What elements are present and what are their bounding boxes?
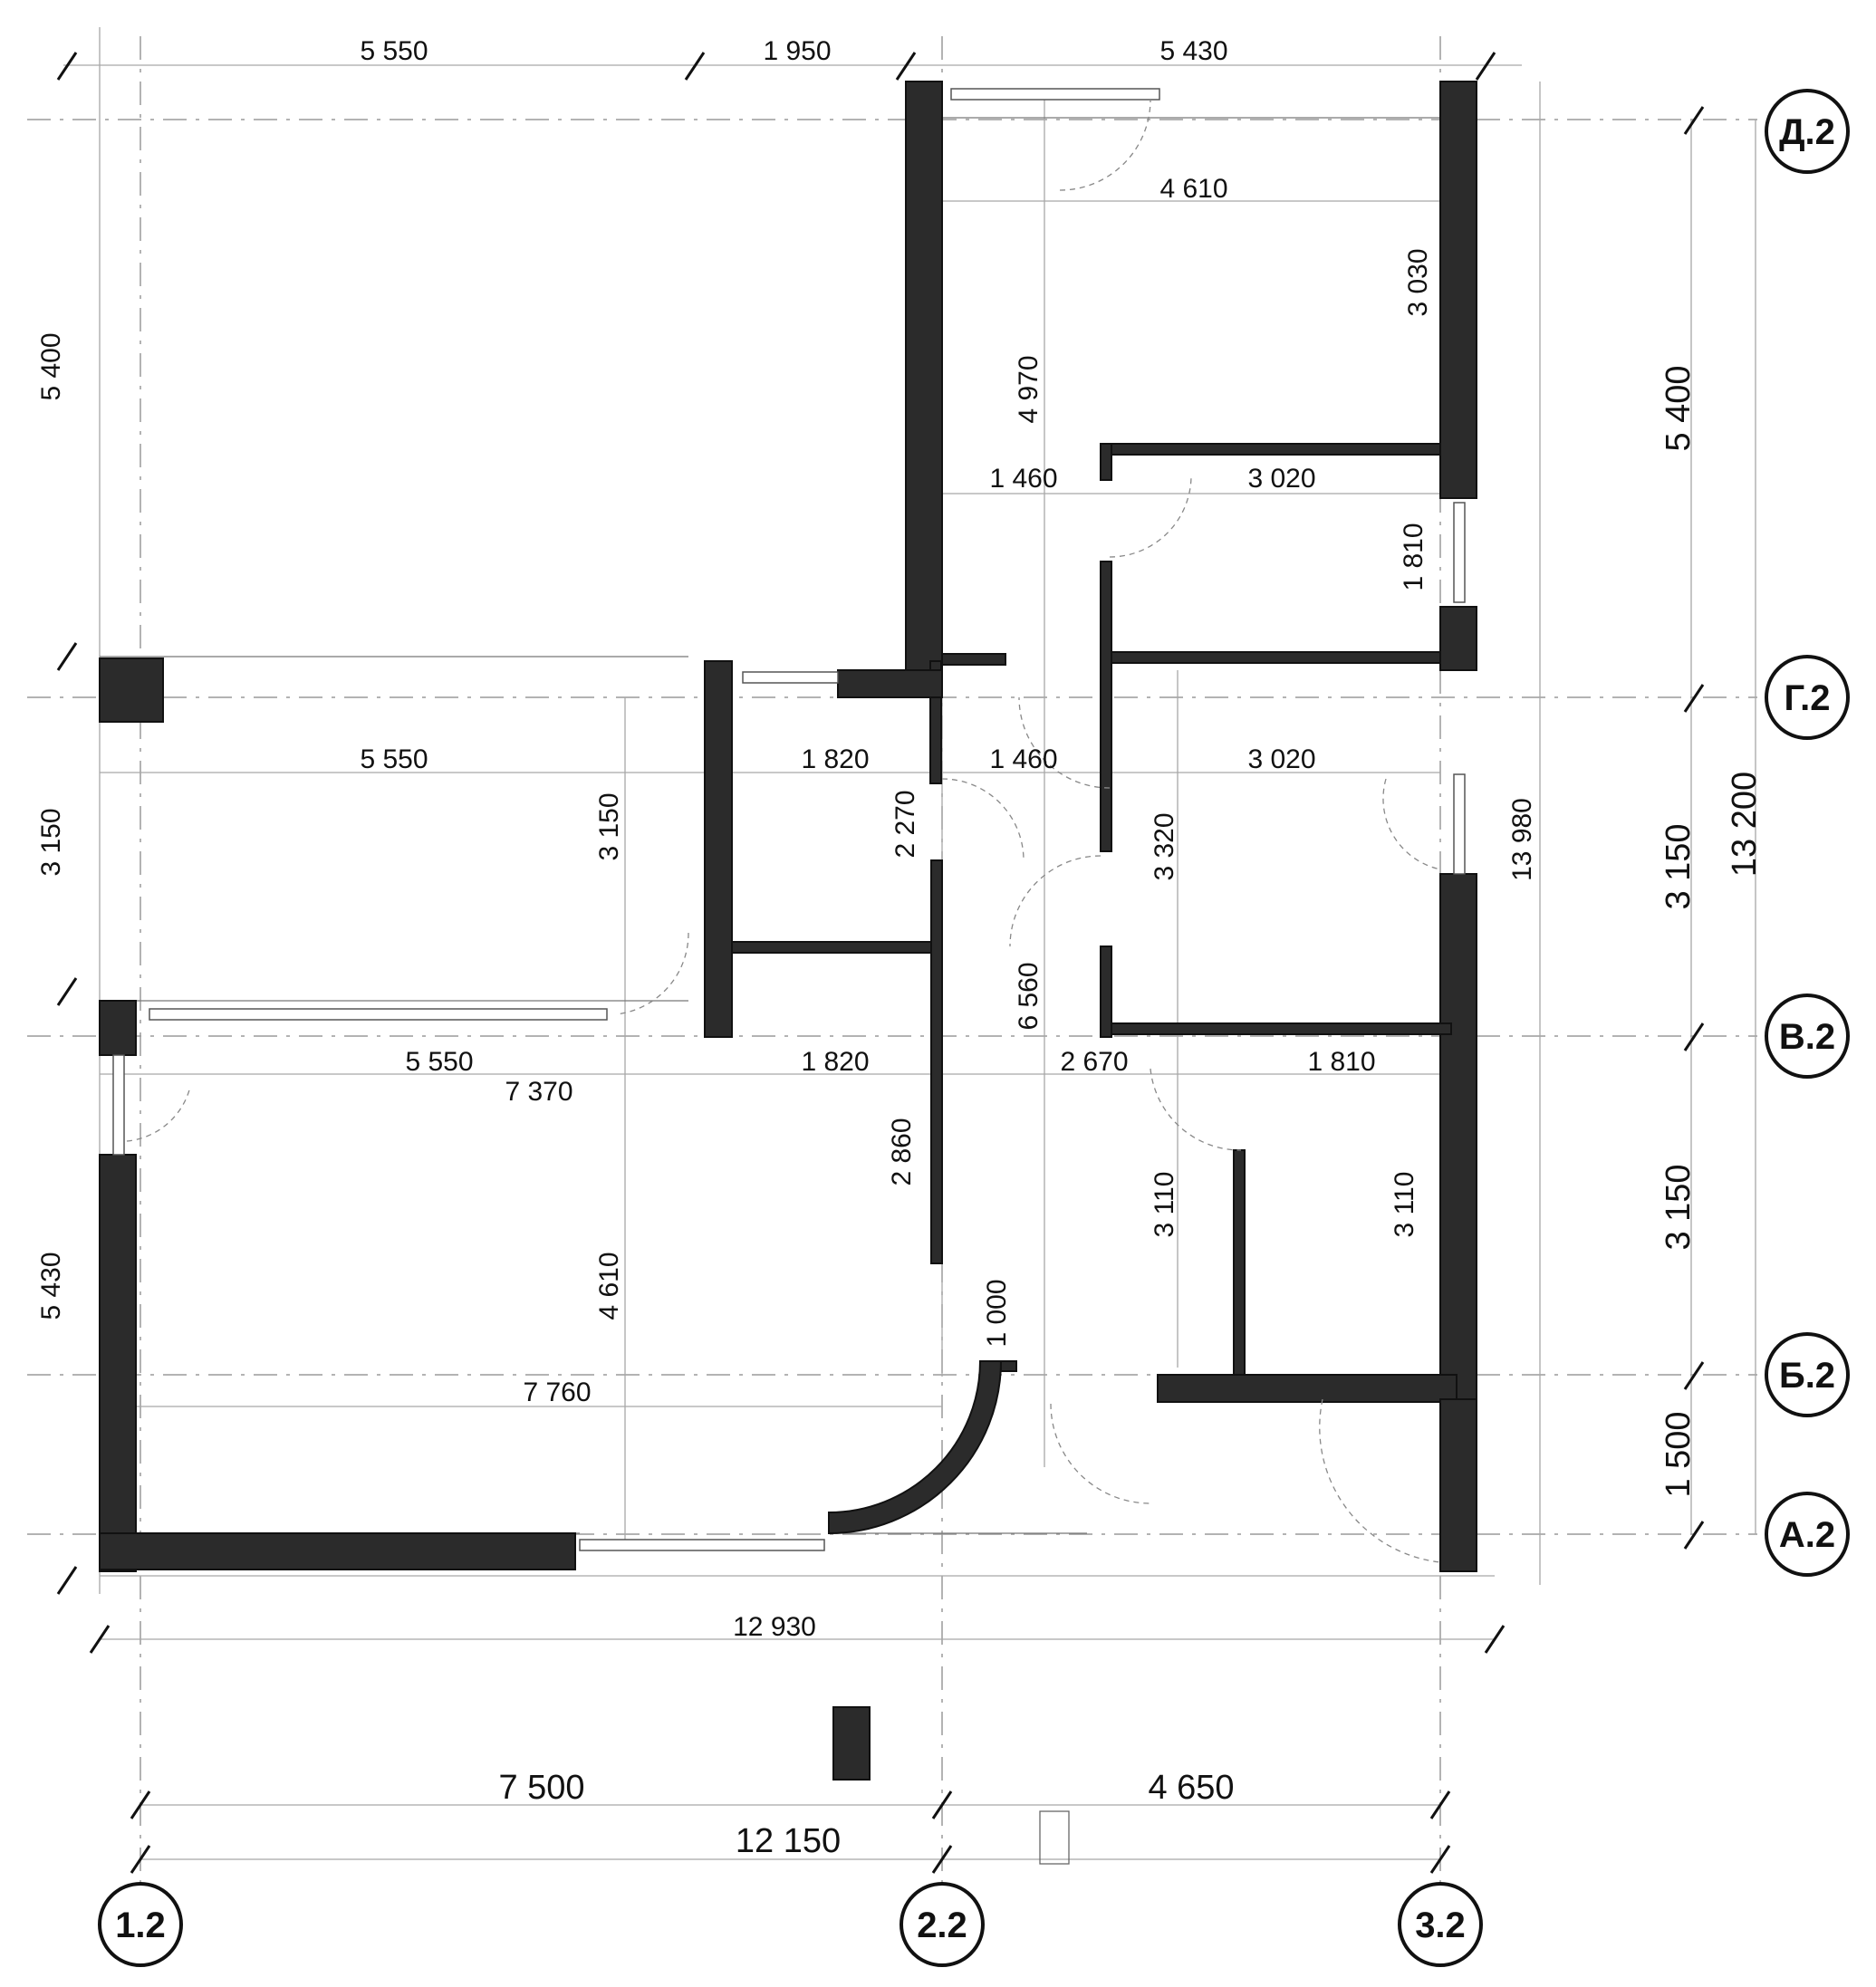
wall-mid-vert — [1100, 561, 1112, 852]
window-terrace — [149, 1008, 608, 1021]
wall-bottom-left — [99, 1532, 576, 1570]
dim-4970: 4 970 — [1014, 355, 1044, 423]
axis-bubble-v2: В.2 — [1765, 994, 1850, 1079]
wall-top-cap — [837, 669, 943, 698]
wall-room-left — [1100, 443, 1112, 481]
wall-pantry-vert — [930, 859, 943, 1264]
walls — [99, 81, 1477, 1781]
wall-entry-top — [1157, 1374, 1458, 1403]
dim-2670: 2 670 — [1060, 1047, 1128, 1077]
axis-bubble-1-2: 1.2 — [98, 1882, 183, 1967]
dim-2270: 2 270 — [890, 790, 920, 858]
dim-right-3150b: 3 150 — [1660, 1164, 1698, 1250]
axis-label-g2: Г.2 — [1784, 678, 1830, 718]
dim-1820-v: 1 820 — [801, 1047, 869, 1077]
wall-room-bottom — [1100, 651, 1441, 664]
dim-5550-v: 5 550 — [405, 1047, 473, 1077]
dimension-ticks — [56, 52, 1705, 1874]
dim-right-1500: 1 500 — [1660, 1411, 1698, 1497]
dim-7370: 7 370 — [505, 1077, 572, 1107]
dim-3110-left: 3 110 — [1150, 1172, 1179, 1238]
wall-corr-stub — [941, 653, 1006, 666]
dim-right-3150a: 3 150 — [1660, 823, 1698, 909]
dim-3020-upper: 3 020 — [1247, 464, 1315, 494]
dim-right-5400: 5 400 — [1660, 365, 1698, 451]
wall-pantry-top — [731, 941, 941, 954]
dim-3030: 3 030 — [1403, 248, 1433, 316]
window-bottom — [579, 1539, 825, 1551]
wall-pantry-left — [704, 660, 733, 1038]
dim-1810-v: 1 810 — [1307, 1047, 1375, 1077]
window-right-room — [1453, 502, 1466, 603]
wall-room-top — [1100, 443, 1441, 456]
axis-label-b2: Б.2 — [1779, 1356, 1835, 1396]
wall-right-stub — [1439, 606, 1477, 671]
dim-top-right: 5 430 — [1159, 36, 1227, 66]
dim-4650: 4 650 — [1148, 1769, 1234, 1807]
axis-label-1-2: 1.2 — [115, 1905, 166, 1945]
dim-2860: 2 860 — [887, 1118, 917, 1185]
dim-left-5400: 5 400 — [36, 332, 66, 400]
axis-label-2-2: 2.2 — [917, 1905, 967, 1945]
axis-bubbles: Д.2 Г.2 В.2 Б.2 А.2 1.2 2.2 3.2 — [98, 89, 1850, 1967]
dim-1820-g: 1 820 — [801, 744, 869, 774]
windows — [112, 88, 1466, 1551]
axis-bubble-d2: Д.2 — [1765, 89, 1850, 174]
axis-bubble-b2: Б.2 — [1765, 1332, 1850, 1417]
axis-bubble-3-2: 3.2 — [1398, 1882, 1483, 1967]
window-right-mid — [1453, 773, 1466, 875]
dim-6560: 6 560 — [1014, 962, 1044, 1030]
dim-4610-v: 4 610 — [594, 1252, 624, 1320]
wall-bath-vert — [1233, 1149, 1246, 1377]
axis-bubble-g2: Г.2 — [1765, 655, 1850, 740]
dim-3150-inner: 3 150 — [594, 792, 624, 860]
axis-label-v2: В.2 — [1779, 1017, 1835, 1057]
grid-axes — [27, 36, 1757, 1884]
dim-1810-upper: 1 810 — [1399, 523, 1429, 590]
aux-lines — [100, 117, 1440, 1865]
dim-right-13200: 13 200 — [1726, 772, 1764, 877]
dim-top-left: 5 550 — [360, 36, 428, 66]
window-left — [112, 1054, 125, 1156]
wall-left-lower — [99, 1154, 137, 1572]
dim-12930: 12 930 — [733, 1612, 816, 1642]
axis-bubble-2-2: 2.2 — [900, 1882, 985, 1967]
dim-13980: 13 980 — [1507, 798, 1537, 881]
axis-label-3-2: 3.2 — [1415, 1905, 1466, 1945]
dim-1000: 1 000 — [982, 1279, 1012, 1347]
dim-4610-top: 4 610 — [1159, 174, 1227, 204]
window-pantry — [742, 671, 839, 684]
dim-7760: 7 760 — [523, 1377, 591, 1407]
window-top — [950, 88, 1160, 101]
wall-bath-top — [1111, 1022, 1452, 1035]
axis-bubble-a2: А.2 — [1765, 1492, 1850, 1577]
dim-5550-g: 5 550 — [360, 744, 428, 774]
dim-1460-g: 1 460 — [989, 744, 1057, 774]
dimension-lines — [63, 27, 1756, 1860]
wall-curved — [828, 1360, 1017, 1535]
chimney — [832, 1706, 871, 1781]
wall-left-stub — [99, 1000, 137, 1056]
wall-top-left — [905, 81, 943, 698]
wall-bottom-right — [1439, 1398, 1477, 1572]
axis-label-a2: А.2 — [1779, 1515, 1835, 1555]
wall-mid-bottom — [1100, 946, 1112, 1038]
dim-7500: 7 500 — [498, 1769, 584, 1807]
dim-3110-right: 3 110 — [1390, 1172, 1419, 1238]
dim-12150: 12 150 — [736, 1822, 841, 1860]
dim-3320: 3 320 — [1150, 812, 1179, 880]
dim-left-3150: 3 150 — [36, 808, 66, 876]
wall-top-right — [1439, 81, 1477, 499]
axis-label-d2: Д.2 — [1779, 112, 1835, 152]
dim-1460-upper: 1 460 — [989, 464, 1057, 494]
dim-top-mid: 1 950 — [763, 36, 831, 66]
door-swings — [126, 99, 1441, 1563]
dimension-labels: 5 550 1 950 5 430 4 610 3 030 4 970 5 40… — [36, 36, 1764, 1860]
dim-3020-g: 3 020 — [1247, 744, 1315, 774]
column-top-left — [99, 658, 164, 723]
dim-left-5430: 5 430 — [36, 1252, 66, 1320]
